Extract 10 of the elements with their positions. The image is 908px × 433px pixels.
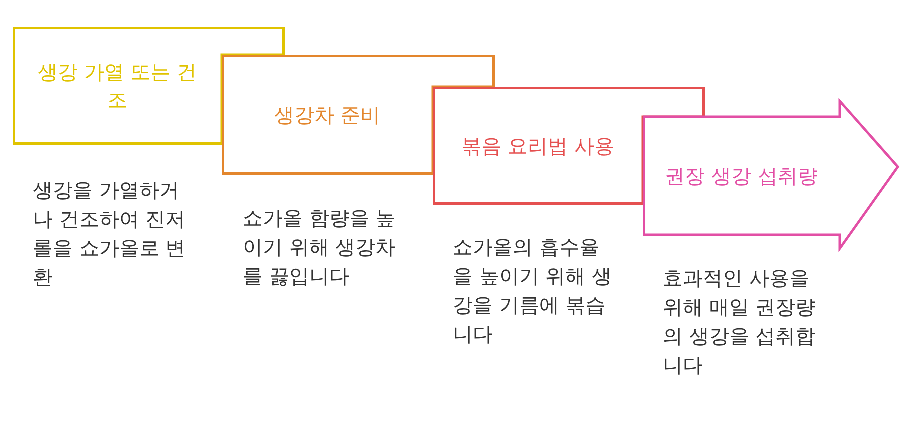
- step-description: 효과적인 사용을 위해 매일 권장량의 생강을 섭취합니다: [663, 265, 817, 379]
- arrow-shape: [643, 100, 900, 250]
- step-title: 볶음 요리법 사용: [462, 133, 614, 160]
- step-description: 쇼가올 함량을 높이기 위해 생강차를 끓입니다: [243, 205, 397, 290]
- step-title: 생강차 준비: [274, 102, 381, 129]
- step-description: 쇼가올의 흡수율을 높이기 위해 생강을 기름에 볶습니다: [453, 234, 614, 348]
- step-title: 생강 가열 또는 건조: [36, 59, 198, 114]
- step-description: 생강을 가열하거나 건조하여 진저롤을 쇼가올로 변환: [33, 177, 187, 291]
- step-title: 권장 생강 섭취량: [665, 163, 818, 190]
- step-shape: [433, 87, 705, 205]
